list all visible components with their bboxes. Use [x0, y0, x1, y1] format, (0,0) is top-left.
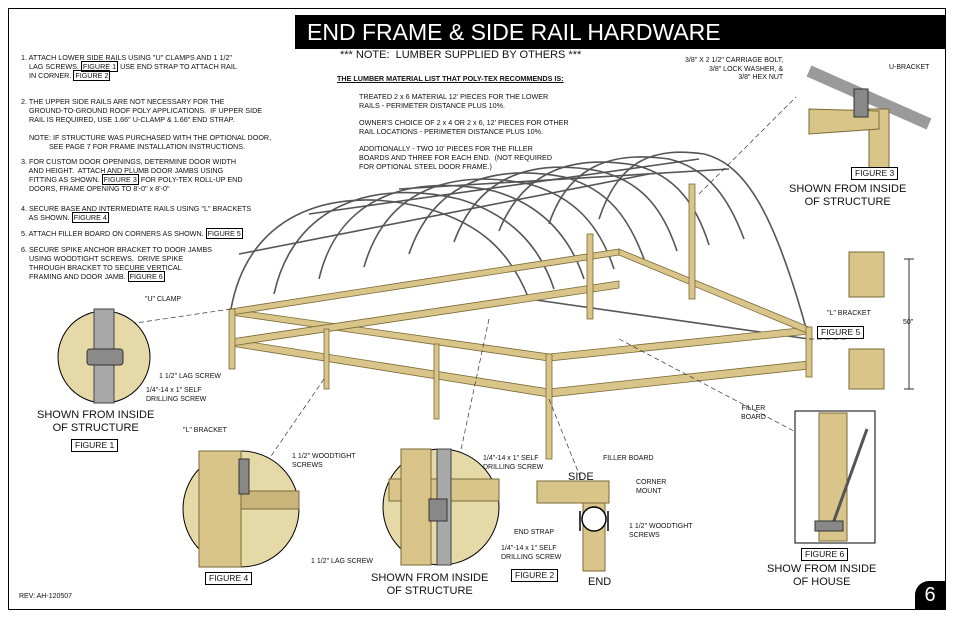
step-2: 2. THE UPPER SIDE RAILS ARE NOT NECESSAR… — [21, 97, 272, 151]
title-banner: END FRAME & SIDE RAIL HARDWARE — [295, 15, 945, 49]
step-4-ref-figure-4: FIGURE 4 — [71, 212, 109, 223]
figure-3-detail — [791, 57, 932, 180]
lumber-heading: THE LUMBER MATERIAL LIST THAT POLY-TEX R… — [337, 74, 564, 83]
figure-5-detail — [848, 251, 914, 390]
revision-code: REV: AH-120507 — [19, 593, 73, 600]
figure-4-label: FIGURE 4 — [205, 572, 253, 585]
step-1-text: 1. ATTACH LOWER SIDE RAILS USING "U" CLA… — [21, 53, 233, 71]
figure-5-label: FIGURE 5 — [817, 326, 865, 339]
wood-rails — [228, 183, 813, 460]
step-3-ref-figure-3: FIGURE 3 — [101, 174, 139, 185]
caption-middle-detail: SHOWN FROM INSIDE OF STRUCTURE — [371, 572, 489, 597]
step-1-ref-figure-1: FIGURE 1 — [80, 61, 119, 72]
figure-6-label: FIGURE 6 — [801, 548, 849, 561]
step-6-text: 6. SECURE SPIKE ANCHOR BRACKET TO DOOR J… — [21, 245, 212, 281]
label-woodtight-fig2: 1 1/2" WOODTIGHT SCREWS — [629, 523, 693, 539]
page-title: END FRAME & SIDE RAIL HARDWARE — [307, 19, 721, 45]
label-end-strap: END STRAP — [514, 529, 555, 536]
step-5: 5. ATTACH FILLER BOARD ON CORNERS AS SHO… — [21, 228, 243, 239]
caption-figure-3: SHOWN FROM INSIDE OF STRUCTURE — [789, 183, 907, 208]
label-self-drill-mid: 1/4"-14 x 1" SELF DRILLING SCREW — [483, 455, 544, 471]
label-l-bracket-fig5: "L" BRACKET — [827, 310, 871, 317]
step-1-text-mid: USE END STRAP TO ATTACH RAIL IN CORNER. — [28, 62, 237, 80]
figure-3-label: FIGURE 3 — [851, 167, 899, 180]
caption-figure-1: SHOWN FROM INSIDE OF STRUCTURE — [37, 409, 155, 434]
label-filler-board: FILLER BOARD — [603, 455, 654, 462]
figure-6-detail — [794, 410, 876, 544]
label-lag-screw-mid: 1 1/2" LAG SCREW — [311, 558, 374, 565]
label-dim-50: 50" — [903, 319, 914, 326]
figure-4-detail — [182, 450, 300, 568]
step-5-ref-figure-5: FIGURE 5 — [205, 228, 243, 239]
label-corner-mount: CORNER MOUNT — [636, 479, 667, 495]
caption-figure-6: SHOW FROM INSIDE OF HOUSE — [767, 563, 877, 588]
step-6-ref-figure-6: FIGURE 6 — [127, 271, 165, 282]
figure-1-detail — [57, 308, 151, 404]
label-filler-board-fig5: FILLER BOARD — [741, 405, 766, 421]
step-6: 6. SECURE SPIKE ANCHOR BRACKET TO DOOR J… — [21, 245, 212, 282]
lumber-item-3: ADDITIONALLY - TWO 10' PIECES FOR THE FI… — [359, 144, 553, 171]
label-lag-screw-fig1: 1 1/2" LAG SCREW — [159, 373, 222, 380]
step-3: 3. FOR CUSTOM DOOR OPENINGS, DETERMINE D… — [21, 157, 243, 193]
figure-1-label: FIGURE 1 — [71, 439, 119, 452]
greenhouse-frame — [230, 151, 810, 340]
label-l-bracket-fig4: "L" BRACKET — [183, 427, 227, 434]
step-3-text: 3. FOR CUSTOM DOOR OPENINGS, DETERMINE D… — [21, 157, 237, 184]
middle-detail — [382, 448, 500, 566]
label-self-drill-fig2: 1/4"-14 x 1" SELF DRILLING SCREW — [501, 545, 562, 561]
lumber-note: *** NOTE: LUMBER SUPPLIED BY OTHERS *** — [340, 49, 582, 61]
lumber-item-2: OWNER'S CHOICE OF 2 x 4 OR 2 x 6, 12' PI… — [359, 118, 569, 136]
page-number: 6 — [915, 581, 945, 609]
lumber-item-1: TREATED 2 x 6 MATERIAL 12' PIECES FOR TH… — [359, 92, 549, 110]
step-3-text-mid: FOR POLY-TEX ROLL-UP END DOORS, FRAME OP… — [28, 175, 243, 193]
step-1: 1. ATTACH LOWER SIDE RAILS USING "U" CLA… — [21, 53, 237, 81]
figure-2-label: FIGURE 2 — [511, 569, 559, 582]
assembly-drawing — [57, 57, 932, 572]
step-4: 4. SECURE BASE AND INTERMEDIATE RAILS US… — [21, 204, 252, 223]
label-side: SIDE — [568, 471, 594, 483]
label-end: END — [588, 576, 612, 588]
step-1-ref-figure-2: FIGURE 2 — [73, 70, 111, 81]
label-woodtight-fig4: 1 1/2" WOODTIGHT SCREWS — [292, 453, 356, 469]
label-carriage-bolt: 3/8" X 2 1/2" CARRIAGE BOLT, 3/8" LOCK W… — [685, 57, 784, 81]
step-5-text: 5. ATTACH FILLER BOARD ON CORNERS AS SHO… — [21, 229, 206, 238]
instruction-page: END FRAME & SIDE RAIL HARDWARE 1. ATTACH… — [8, 8, 946, 610]
label-u-clamp: "U" CLAMP — [145, 296, 182, 303]
step-4-text: 4. SECURE BASE AND INTERMEDIATE RAILS US… — [21, 204, 252, 222]
figure-2-detail — [536, 480, 610, 572]
label-u-bracket: U-BRACKET — [889, 64, 930, 71]
label-self-drill-fig1: 1/4"-14 x 1" SELF DRILLING SCREW — [146, 387, 207, 403]
